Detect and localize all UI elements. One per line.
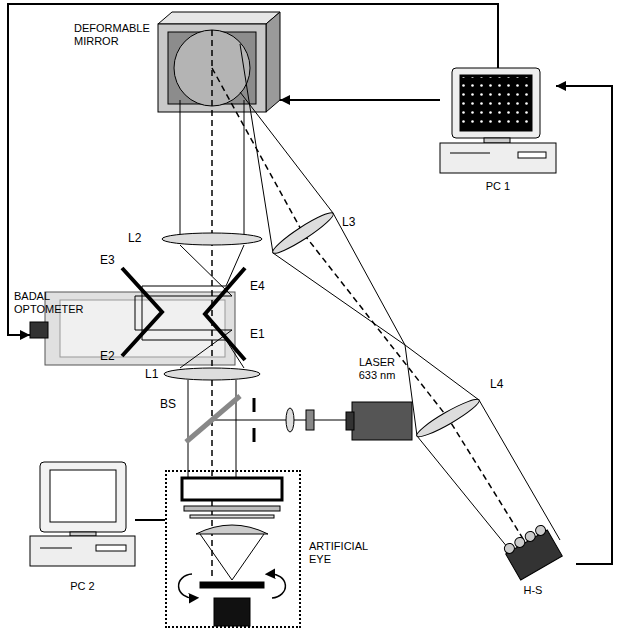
pc1-computer: [460, 75, 532, 131]
lens: [414, 395, 482, 441]
artificial-eye: ARTIFICIAL EYE: [165, 470, 301, 628]
pc1-computer: [462, 77, 530, 129]
badal-mirror: [122, 268, 245, 360]
artificial-eye: [179, 478, 286, 626]
badal-optometer: [30, 322, 48, 338]
artificial-eye: [200, 582, 264, 588]
lens: [162, 208, 482, 441]
pc1-computer: [484, 138, 510, 143]
hartmann-shack-camera: [534, 524, 548, 538]
part-label: L3: [342, 216, 355, 229]
pc2-computer: [40, 548, 72, 549]
node-label: LASER 633 nm: [354, 356, 400, 382]
light-beam: [180, 100, 181, 234]
artificial-eye: [182, 478, 282, 500]
pc2-computer: [50, 470, 116, 522]
computer: PC 2: [30, 462, 135, 572]
lens: [270, 208, 337, 257]
computer: PC 1: [440, 68, 556, 176]
light-beam: [135, 30, 560, 578]
pc2-computer: [30, 462, 135, 566]
hartmann-shack-camera: [503, 542, 517, 556]
pc2-computer: [96, 545, 126, 551]
light-beam: [240, 44, 560, 540]
laser-source: [306, 410, 314, 430]
pc1-computer: [450, 153, 490, 154]
badal-optometer: [45, 292, 235, 365]
lens: [286, 408, 294, 432]
deformable-mirror: [158, 12, 280, 112]
node-label: PC 2: [30, 580, 135, 593]
beam-splitter: [186, 396, 240, 442]
part-label: E4: [250, 280, 265, 293]
node-label: H-S: [490, 584, 576, 597]
artificial-eye: [179, 574, 194, 598]
node-label: PC 1: [440, 180, 556, 193]
pc2-computer: [40, 462, 126, 532]
light-beam: [236, 380, 237, 478]
beam-splitter: [186, 396, 240, 442]
badal-optometer: BADAL OPTOMETER: [30, 292, 235, 365]
deformable-mirror: [266, 12, 280, 112]
hartmann-shack-camera: [513, 536, 527, 550]
light-beam: [188, 380, 189, 478]
pc1-computer: [452, 68, 540, 138]
node-label: BADAL OPTOMETER: [14, 290, 90, 316]
part-label: E1: [250, 328, 265, 341]
deformable-mirror: DEFORMABLE MIRROR: [158, 12, 280, 112]
artificial-eye: [270, 574, 285, 598]
pc1-computer: [440, 143, 556, 173]
laser-source: [253, 398, 256, 412]
part-label: E2: [100, 350, 115, 363]
pc2-computer: [30, 536, 135, 566]
light-beam: [212, 420, 352, 421]
hartmann-shack-camera: [506, 530, 563, 580]
deformable-mirror: [158, 12, 280, 24]
node-label: ARTIFICIAL EYE: [309, 540, 377, 566]
signal-cable: [556, 86, 612, 564]
part-label: L1: [145, 368, 158, 381]
lens: [162, 233, 262, 245]
artificial-eye: [196, 525, 268, 534]
artificial-eye: [200, 534, 232, 580]
badal-optometer: [30, 292, 235, 365]
pc1-computer: [440, 68, 556, 173]
signal-cable: [8, 4, 498, 335]
light-beam: [135, 245, 232, 368]
laser-source: [352, 402, 412, 440]
hartmann-shack-camera: [502, 523, 563, 580]
badal-mirror: [205, 268, 245, 360]
hartmann-shack-camera: [523, 530, 537, 544]
part-label: L2: [128, 232, 141, 245]
artificial-eye: [190, 515, 274, 518]
light-beam: [244, 100, 245, 234]
laser-source: [254, 398, 412, 442]
lens: [164, 368, 260, 380]
laser-source: [346, 412, 354, 430]
pc2-computer: [70, 532, 96, 536]
artificial-eye: [184, 506, 280, 511]
part-label: E3: [100, 254, 115, 267]
artificial-eye: [232, 534, 264, 580]
laser-source: LASER 633 nm: [352, 402, 412, 440]
signal-cable: [135, 519, 165, 521]
artificial-eye: [214, 598, 250, 626]
laser-source: [253, 428, 256, 442]
signal-cable: [280, 99, 440, 101]
part-label: BS: [160, 398, 176, 411]
pc1-computer: [518, 152, 546, 158]
node-label: DEFORMABLE MIRROR: [74, 22, 154, 48]
badal-mirror: [122, 268, 162, 356]
hartmann-shack-sensor: H-S: [490, 528, 576, 600]
part-label: L4: [490, 378, 503, 391]
